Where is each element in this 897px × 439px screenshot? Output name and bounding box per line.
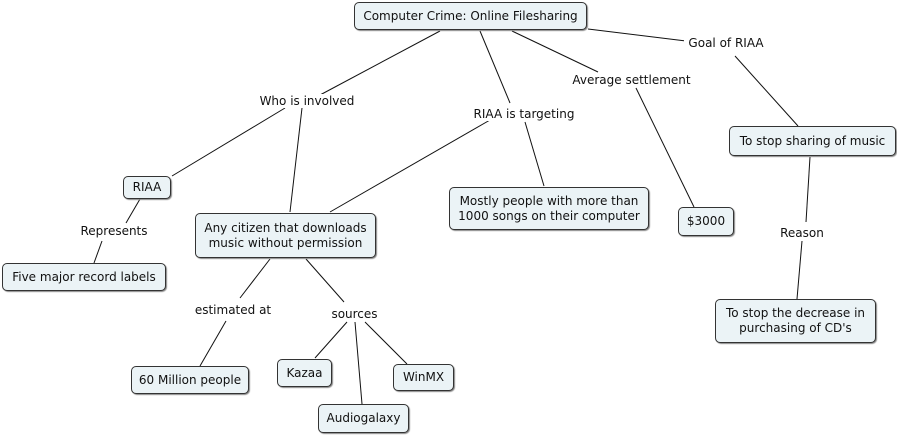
connector-line [171,107,286,177]
link-represents: Represents [78,224,150,238]
sixty-million-concept[interactable]: 60 Million people [131,366,249,394]
connector-line [511,30,599,73]
mostly-people-concept[interactable]: Mostly people with more than 1000 songs … [449,187,649,230]
connector-line [314,321,348,359]
winmx-concept[interactable]: WinMX [393,364,454,391]
connector-line [587,28,687,42]
link-riaa-is-targeting: RIAA is targeting [468,107,580,121]
connector-line [805,156,811,223]
riaa-concept[interactable]: RIAA [123,176,171,199]
connector-line [635,87,695,208]
five-record-labels-concept[interactable]: Five major record labels [2,263,166,291]
link-estimated-at: estimated at [193,303,273,317]
kazaa-concept[interactable]: Kazaa [277,359,332,387]
root-concept[interactable]: Computer Crime: Online Filesharing [354,2,587,30]
any-citizen-concept[interactable]: Any citizen that downloads music without… [195,213,376,258]
stop-sharing-concept[interactable]: To stop sharing of music [729,126,896,156]
connector-line [364,321,408,365]
audiogalaxy-concept[interactable]: Audiogalaxy [318,404,409,433]
three-thousand-concept[interactable]: $3000 [678,207,734,236]
connector-line [305,258,345,303]
connector-line [734,55,799,127]
link-reason: Reason [778,226,826,240]
connector-line [354,321,363,405]
connector-line [239,258,271,299]
connector-line [796,240,803,300]
connector-line [289,107,303,213]
link-average-settlement: Average settlement [570,73,693,87]
connector-line [319,30,441,96]
connector-line [329,119,491,213]
connector-line [93,240,103,264]
link-sources: sources [329,307,380,321]
connector-line [479,30,511,104]
connector-line [199,320,227,367]
link-goal-of-riaa: Goal of RIAA [684,36,768,50]
link-who-is-involved: Who is involved [256,94,358,108]
connector-line [524,121,545,187]
connector-line [125,198,141,224]
stop-decrease-concept[interactable]: To stop the decrease in purchasing of CD… [715,299,876,343]
